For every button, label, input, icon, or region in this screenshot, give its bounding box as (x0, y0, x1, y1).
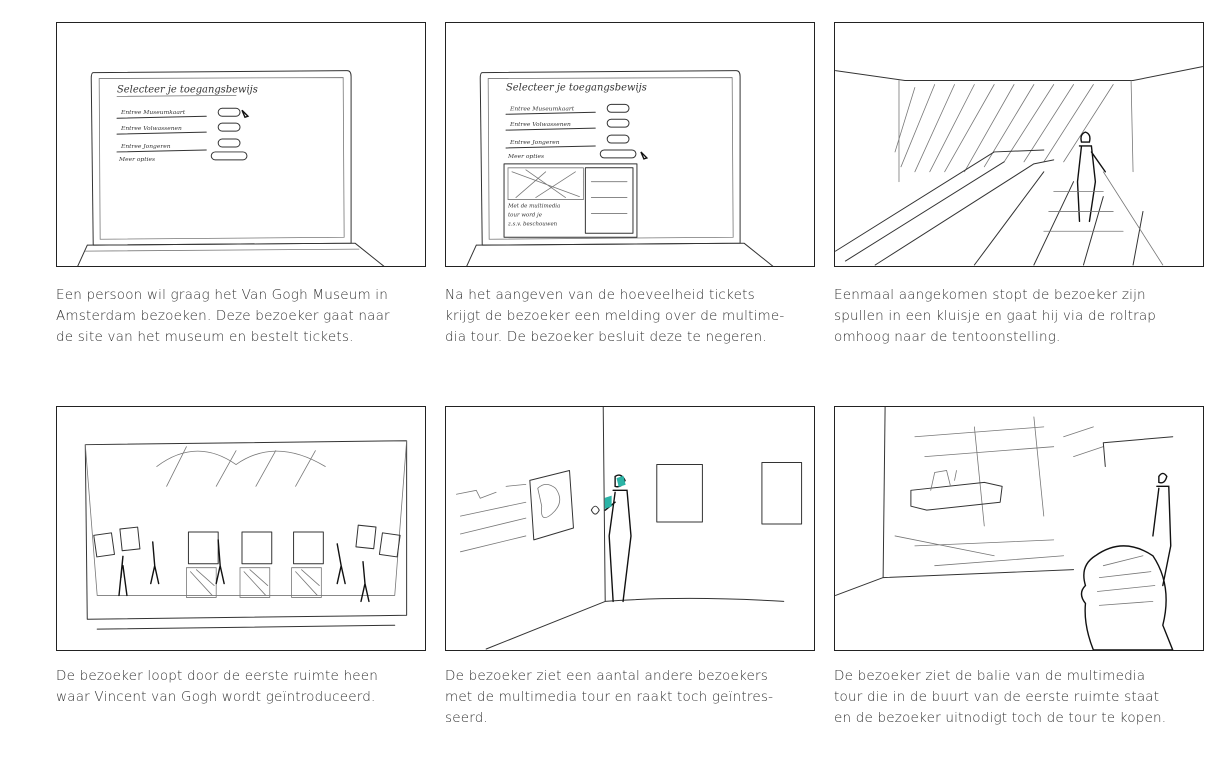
first-room-sketch (84, 440, 408, 630)
screen-title: Selecteer je toegangsbewijs (117, 84, 258, 95)
svg-text:Entree Jongeren: Entree Jongeren (509, 139, 560, 146)
svg-text:tour word je: tour word je (508, 212, 542, 218)
storyboard-frame-1: Selecteer je toegangsbewijs Entree Museu… (56, 22, 426, 267)
laptop-sketch: Selecteer je toegangsbewijs Entree Museu… (77, 70, 385, 266)
storyboard-frame-6 (834, 406, 1204, 651)
multimedia-device-icon (616, 475, 626, 487)
svg-text:Entree Museumkaart: Entree Museumkaart (120, 109, 186, 116)
caption-4: De bezoeker loopt door de eerste ruimte … (56, 668, 379, 705)
svg-text:Selecteer je toegangsbewijs: Selecteer je toegangsbewijs (506, 82, 647, 93)
storyboard-frame-4 (56, 406, 426, 651)
caption-1: Een persoon wil graag het Van Gogh Museu… (56, 287, 390, 345)
storyboard-frame-3 (834, 22, 1204, 267)
svg-text:Entree Volwassenen: Entree Volwassenen (120, 125, 182, 132)
escalator-sketch (835, 66, 1203, 266)
svg-text:Entree Jongeren: Entree Jongeren (120, 143, 171, 150)
svg-text:z.s.v. beschouwen: z.s.v. beschouwen (507, 221, 558, 227)
laptop-popup-sketch: Selecteer je toegangsbewijs Entree Museu… (466, 70, 774, 266)
caption-6: De bezoeker ziet de balie van de multime… (834, 668, 1167, 726)
caption-2: Na het aangeven van de hoeveelheid ticke… (445, 287, 785, 345)
visitors-sketch (456, 407, 803, 650)
storyboard-frame-2: Selecteer je toegangsbewijs Entree Museu… (445, 22, 815, 267)
desk-sketch (835, 407, 1174, 650)
storyboard-frame-5 (445, 406, 815, 651)
svg-text:Entree Museumkaart: Entree Museumkaart (509, 105, 575, 112)
caption-5: De bezoeker ziet een aantal andere bezoe… (445, 668, 774, 726)
svg-text:Entree Volwassenen: Entree Volwassenen (509, 121, 571, 128)
svg-text:Meer opties: Meer opties (118, 156, 155, 163)
cursor-icon (241, 109, 250, 119)
svg-text:Meer opties: Meer opties (507, 153, 544, 160)
svg-text:Met de multimedia: Met de multimedia (507, 203, 560, 209)
caption-3: Eenmaal aangekomen stopt de bezoeker zij… (834, 287, 1157, 345)
